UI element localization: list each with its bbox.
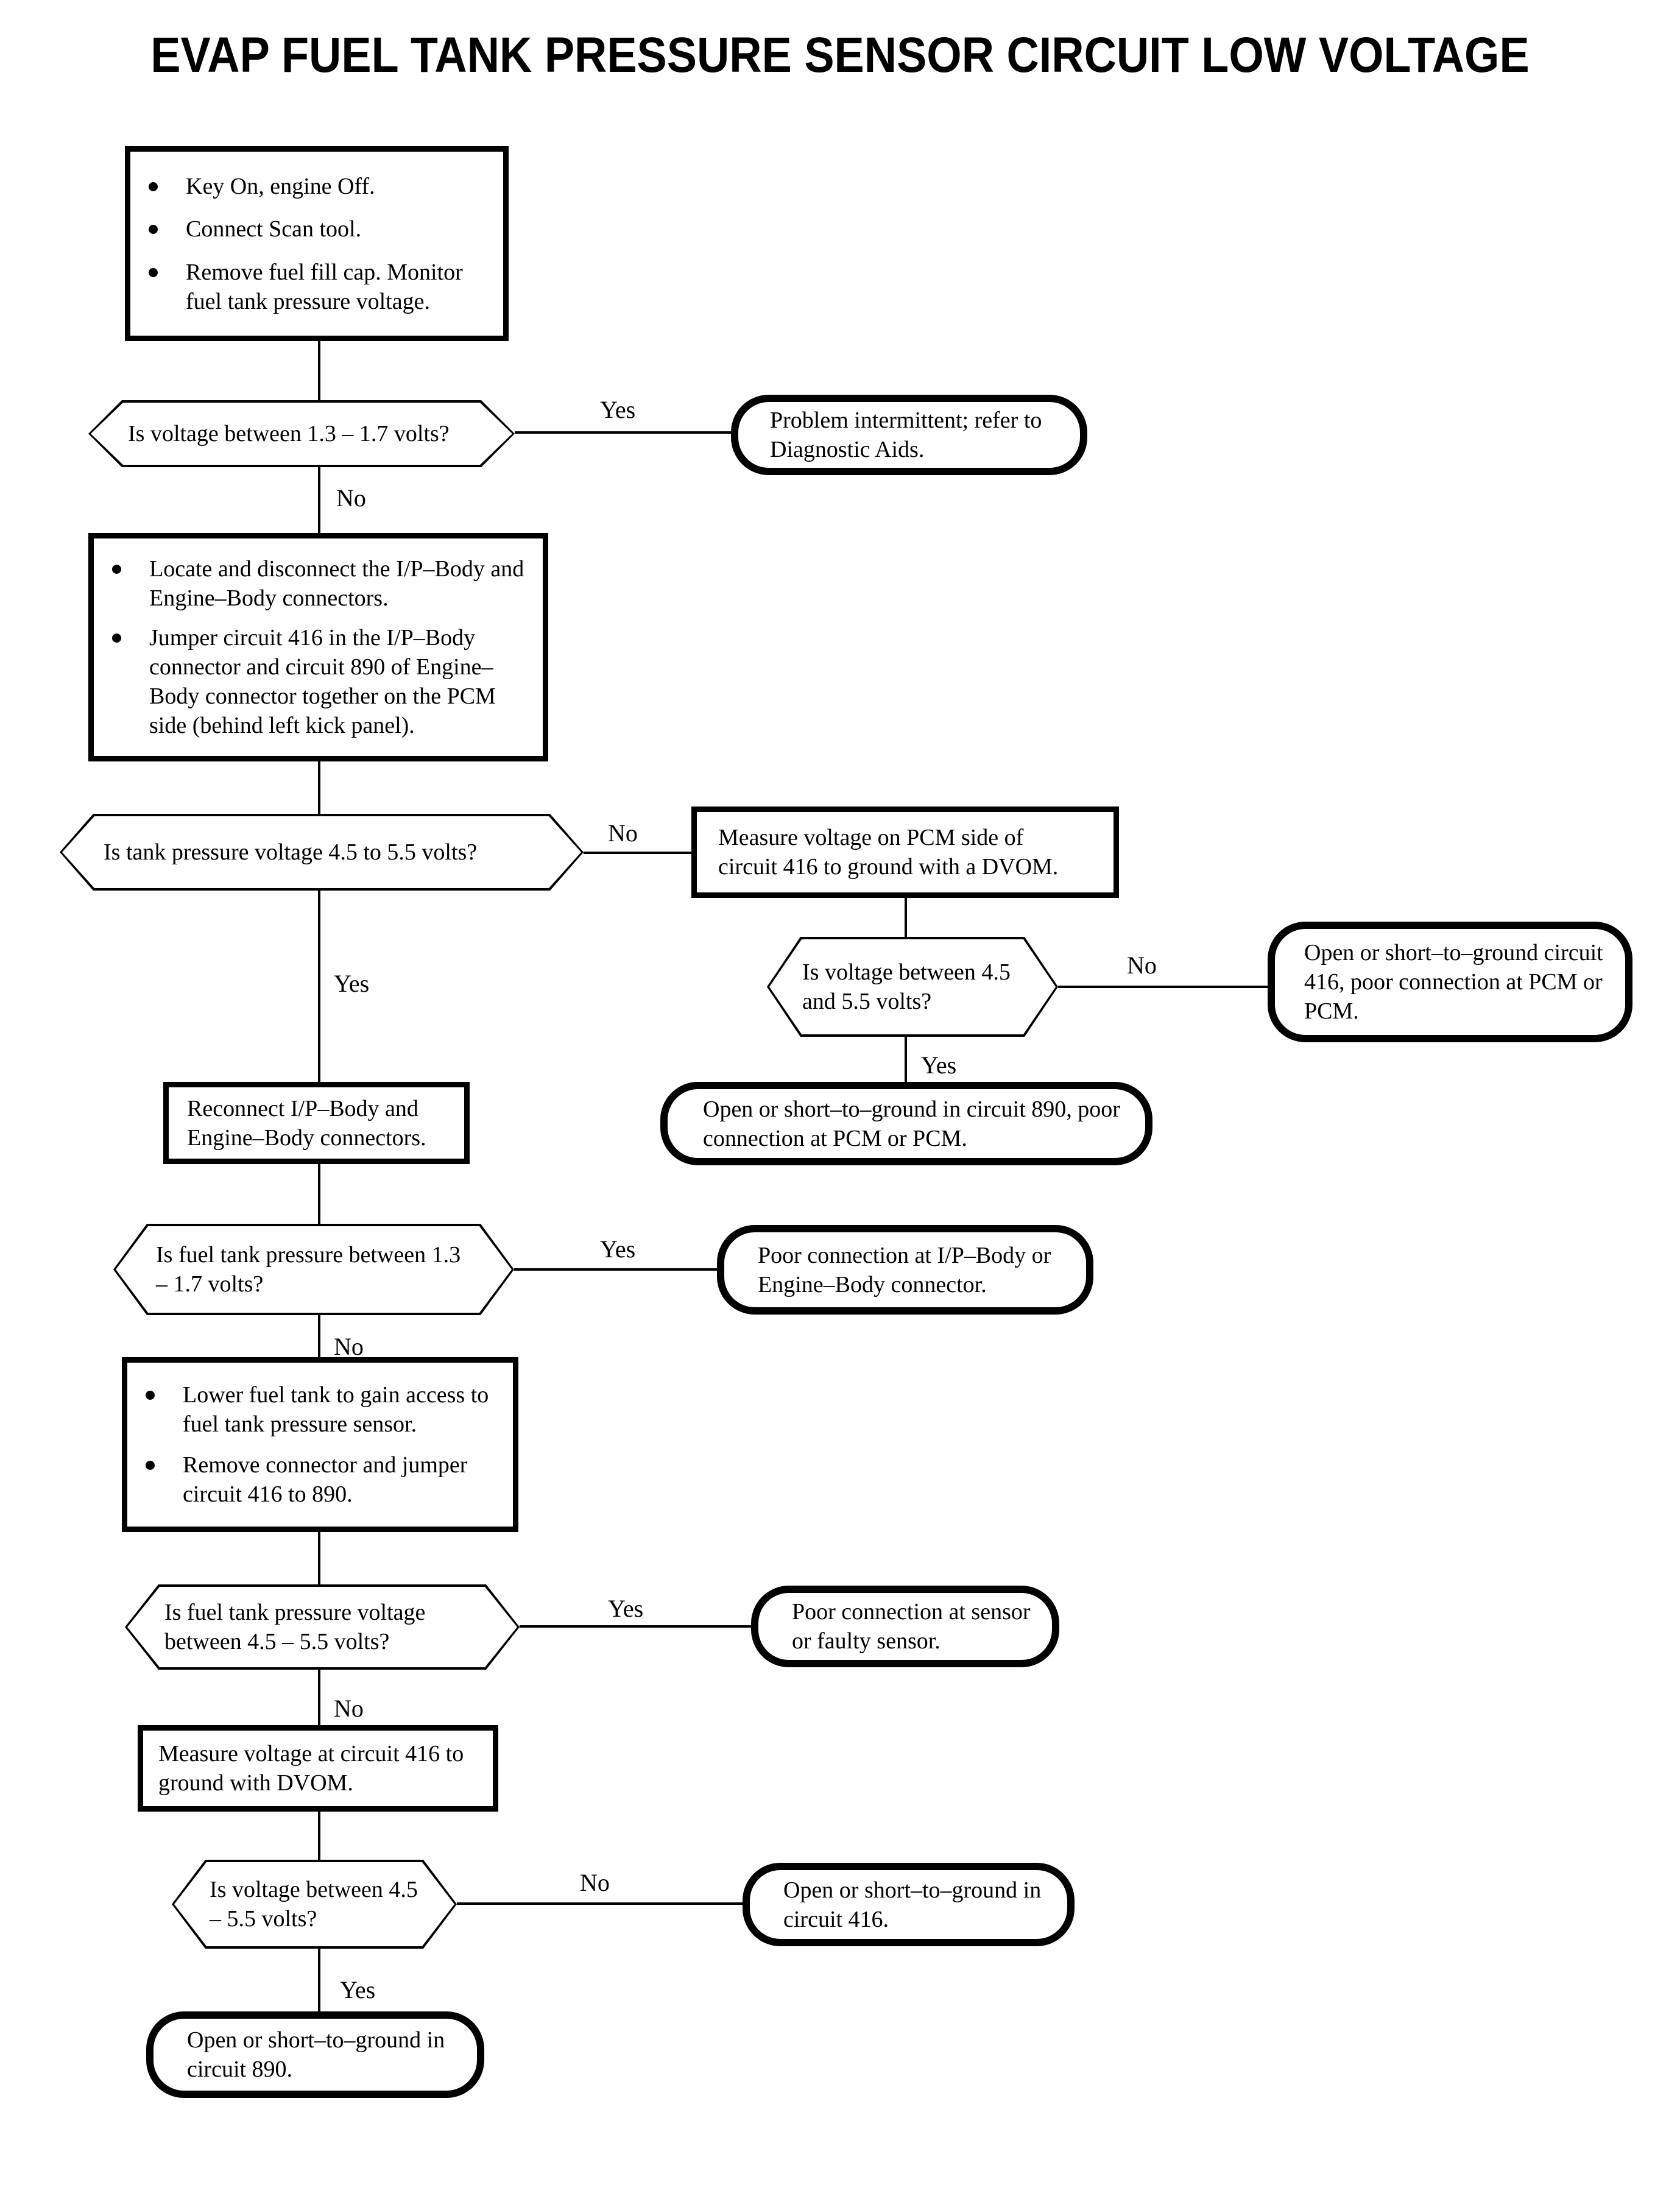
connector-line — [318, 761, 320, 814]
edge-label-no: No — [1127, 951, 1157, 979]
decision-fuel-voltage-45-55: Is fuel tank pressure voltage between 4.… — [125, 1584, 520, 1670]
edge-label-yes: Yes — [921, 1051, 957, 1079]
terminal-label: Open or short–to–ground in circuit 416. — [783, 1877, 1042, 1932]
hexagon-fill — [91, 403, 512, 465]
decision-label: Is fuel tank pressure voltage between 4.… — [164, 1600, 426, 1654]
edge-label-yes: Yes — [600, 396, 636, 423]
connector-line — [520, 1625, 751, 1628]
process-label: Reconnect I/P–Body and Engine–Body conne… — [187, 1095, 426, 1151]
bullet-dot — [112, 633, 121, 643]
edge-label-yes: Yes — [608, 1595, 644, 1622]
list-item-text: Remove fuel fill cap. Monitor fuel tank … — [186, 259, 463, 314]
edge-label-yes: Yes — [334, 970, 370, 997]
decision-label: Is voltage between 4.5 and 5.5 volts? — [802, 959, 1011, 1014]
process-lower-fuel-tank: Lower fuel tank to gain access to fuel t… — [122, 1357, 518, 1532]
list-item-text: Remove connector and jumper circuit 416 … — [183, 1452, 468, 1507]
bullet-dot — [146, 1391, 155, 1400]
list-item: Lower fuel tank to gain access to fuel t… — [146, 1380, 501, 1439]
connector-line — [318, 467, 320, 533]
connector-line — [1058, 986, 1268, 988]
process-label: Measure voltage on PCM side of circuit 4… — [718, 825, 1059, 880]
terminal-open-890-pcm: Open or short–to–ground in circuit 890, … — [660, 1082, 1152, 1165]
list-item-text: Connect Scan tool. — [186, 216, 362, 242]
terminal-label: Problem intermittent; refer to Diagnosti… — [770, 408, 1042, 462]
connector-line — [905, 898, 907, 937]
hexagon-fill — [174, 1862, 454, 1946]
connector-line — [318, 1532, 320, 1584]
list-item-text: Locate and disconnect the I/P–Body and E… — [149, 556, 524, 612]
connector-line — [584, 852, 691, 854]
terminal-label: Open or short–to–ground in circuit 890, … — [703, 1096, 1120, 1151]
connector-line — [318, 341, 320, 402]
bullet-dot — [149, 267, 158, 277]
terminal-problem-intermittent: Problem intermittent; refer to Diagnosti… — [731, 395, 1087, 475]
process-measure-pcm-side: Measure voltage on PCM side of circuit 4… — [691, 807, 1119, 898]
decision-label: Is voltage between 4.5 – 5.5 volts? — [210, 1877, 418, 1932]
decision-voltage-1-3-1-7: Is voltage between 1.3 – 1.7 volts? — [88, 400, 515, 467]
connector-line — [457, 1902, 743, 1905]
page-title: EVAP FUEL TANK PRESSURE SENSOR CIRCUIT L… — [150, 27, 1530, 83]
list-item: Remove fuel fill cap. Monitor fuel tank … — [149, 258, 491, 316]
bullet-dot — [149, 182, 158, 191]
terminal-label: Poor connection at I/P–Body or Engine–Bo… — [758, 1242, 1051, 1297]
terminal-open-circuit-416: Open or short–to–ground in circuit 416. — [743, 1863, 1075, 1946]
connector-line — [318, 1315, 320, 1357]
edge-label-yes: Yes — [340, 1976, 376, 2003]
decision-fuel-pressure-13-17: Is fuel tank pressure between 1.3 – 1.7 … — [113, 1224, 514, 1315]
decision-label: Is voltage between 1.3 – 1.7 volts? — [128, 421, 450, 447]
decision-tank-pressure-45-55: Is tank pressure voltage 4.5 to 5.5 volt… — [60, 814, 584, 891]
terminal-poor-connection-ip-body: Poor connection at I/P–Body or Engine–Bo… — [717, 1225, 1093, 1315]
connector-line — [905, 1037, 907, 1082]
edge-label-no: No — [580, 1869, 610, 1896]
list-item: Connect Scan tool. — [149, 214, 491, 244]
terminal-open-416-pcm: Open or short–to–ground circuit 416, poo… — [1268, 922, 1632, 1042]
process-label: Measure voltage at circuit 416 to ground… — [158, 1741, 464, 1796]
connector-line — [514, 1268, 717, 1271]
list-item-text: Jumper circuit 416 in the I/P–Body conne… — [149, 624, 496, 738]
bullet-dot — [149, 225, 158, 234]
list-item-text: Lower fuel tank to gain access to fuel t… — [183, 1382, 489, 1437]
decision-label: Is fuel tank pressure between 1.3 – 1.7 … — [156, 1242, 461, 1297]
process-disconnect-connectors: Locate and disconnect the I/P–Body and E… — [88, 533, 548, 761]
connector-line — [318, 1949, 320, 2011]
list-item: Jumper circuit 416 in the I/P–Body conne… — [112, 623, 531, 740]
connector-line — [318, 1812, 320, 1860]
terminal-label: Poor connection at sensor or faulty sens… — [792, 1599, 1031, 1654]
decision-label: Is tank pressure voltage 4.5 to 5.5 volt… — [104, 839, 478, 865]
list-item: Locate and disconnect the I/P–Body and E… — [112, 554, 531, 613]
decision-voltage-45-55-pcm: Is voltage between 4.5 and 5.5 volts? — [767, 937, 1058, 1037]
hexagon-fill — [769, 939, 1056, 1034]
terminal-poor-connection-sensor: Poor connection at sensor or faulty sens… — [751, 1586, 1059, 1667]
edge-label-no: No — [334, 1695, 364, 1722]
hexagon-fill — [62, 816, 581, 888]
bullet-dot — [112, 565, 121, 574]
terminal-label: Open or short–to–ground in circuit 890. — [187, 2027, 445, 2082]
process-measure-circuit-416: Measure voltage at circuit 416 to ground… — [138, 1725, 498, 1812]
connector-line — [318, 1670, 320, 1725]
connector-line — [515, 431, 731, 434]
hexagon-fill — [116, 1226, 512, 1313]
edge-label-no: No — [608, 819, 638, 847]
bullet-dot — [146, 1461, 155, 1470]
edge-label-no: No — [334, 1333, 364, 1360]
list-item: Remove connector and jumper circuit 416 … — [146, 1450, 501, 1509]
list-item: Key On, engine Off. — [149, 172, 491, 201]
edge-label-no: No — [336, 484, 366, 512]
process-reconnect-connectors: Reconnect I/P–Body and Engine–Body conne… — [163, 1082, 470, 1164]
start-process-box: Key On, engine Off. Connect Scan tool. R… — [125, 146, 509, 341]
terminal-open-circuit-890: Open or short–to–ground in circuit 890. — [146, 2011, 484, 2098]
connector-line — [318, 891, 320, 1082]
hexagon-fill — [127, 1587, 517, 1667]
decision-voltage-45-55-final: Is voltage between 4.5 – 5.5 volts? — [172, 1860, 457, 1949]
list-item-text: Key On, engine Off. — [186, 173, 375, 199]
terminal-label: Open or short–to–ground circuit 416, poo… — [1304, 940, 1603, 1024]
edge-label-yes: Yes — [600, 1235, 636, 1263]
connector-line — [318, 1164, 320, 1224]
